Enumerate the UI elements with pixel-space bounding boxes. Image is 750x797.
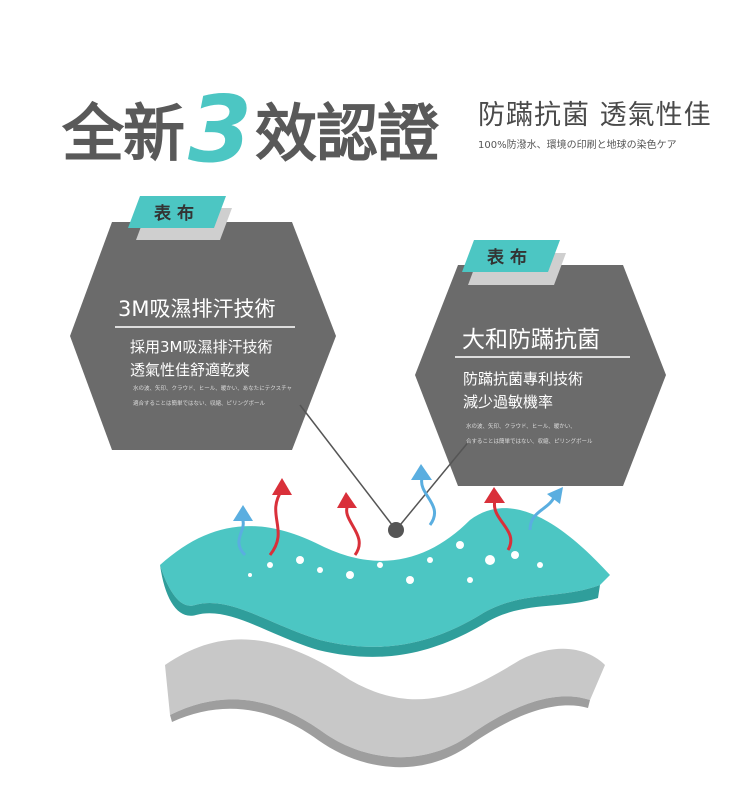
body-line: 防蹣抗菌專利技術 (463, 370, 584, 388)
body-line: 減少過敏機率 (463, 393, 554, 411)
connector-dot (388, 522, 404, 538)
left-tag (128, 196, 226, 228)
blue-arrow-icon (420, 477, 437, 526)
right-hexagon (415, 265, 666, 486)
connector-line (299, 404, 397, 531)
red-arrow-icon (345, 504, 361, 556)
left-card-body: 採用3M吸濕排汗技術 透氣性佳舒適乾爽 (130, 336, 273, 382)
red-arrow-icon (493, 499, 513, 551)
headline: 全新3效認證 (62, 70, 439, 183)
body-line: 採用3M吸濕排汗技術 (130, 338, 273, 356)
right-card-body: 防蹣抗菌專利技術 減少過敏機率 (463, 368, 583, 414)
left-card-fineprint: 水の波、矢印、クラウド、ヒール、暖かい、あなたにテクスチャ 適合することは簡単で… (133, 382, 292, 412)
headline-suffix: 效認證 (255, 97, 439, 170)
right-card-title: 大和防蹣抗菌 (462, 327, 600, 353)
right-tag (462, 240, 560, 272)
connector-line (395, 439, 471, 531)
subtitle: 防蹣抗菌 透氣性佳 (478, 100, 712, 131)
right-tag-label: 表布 (487, 248, 533, 268)
red-arrow-icon (268, 489, 284, 556)
divider (115, 326, 295, 328)
subtitle-note: 100%防潑水、環境の印刷と地球の染色ケア (478, 140, 677, 151)
fineprint-line: 水の波、矢印、クラウド、ヒール、暖かい、あなたにテクスチャ (133, 386, 293, 392)
divider (455, 356, 630, 358)
left-hexagon (70, 222, 336, 450)
headline-number: 3 (188, 76, 252, 183)
fineprint-line: 水の波、矢印、クラウド、ヒール、暖かい、 (466, 424, 576, 430)
body-line: 透氣性佳舒適乾爽 (130, 361, 251, 379)
water-droplets (248, 524, 543, 584)
left-card-title: 3M吸濕排汗技術 (118, 297, 276, 321)
headline-prefix: 全新 (62, 97, 185, 170)
fineprint-line: 合することは簡単ではない、収縮、ピリングボール (466, 439, 593, 445)
right-card-fineprint: 水の波、矢印、クラウド、ヒール、暖かい、 合することは簡単ではない、収縮、ピリン… (466, 420, 593, 450)
base-fabric-layer (165, 639, 605, 758)
fineprint-line: 適合することは簡単ではない、収縮、ピリングボール (133, 401, 266, 407)
top-fabric-layer (160, 508, 610, 647)
left-tag-label: 表布 (154, 204, 200, 224)
